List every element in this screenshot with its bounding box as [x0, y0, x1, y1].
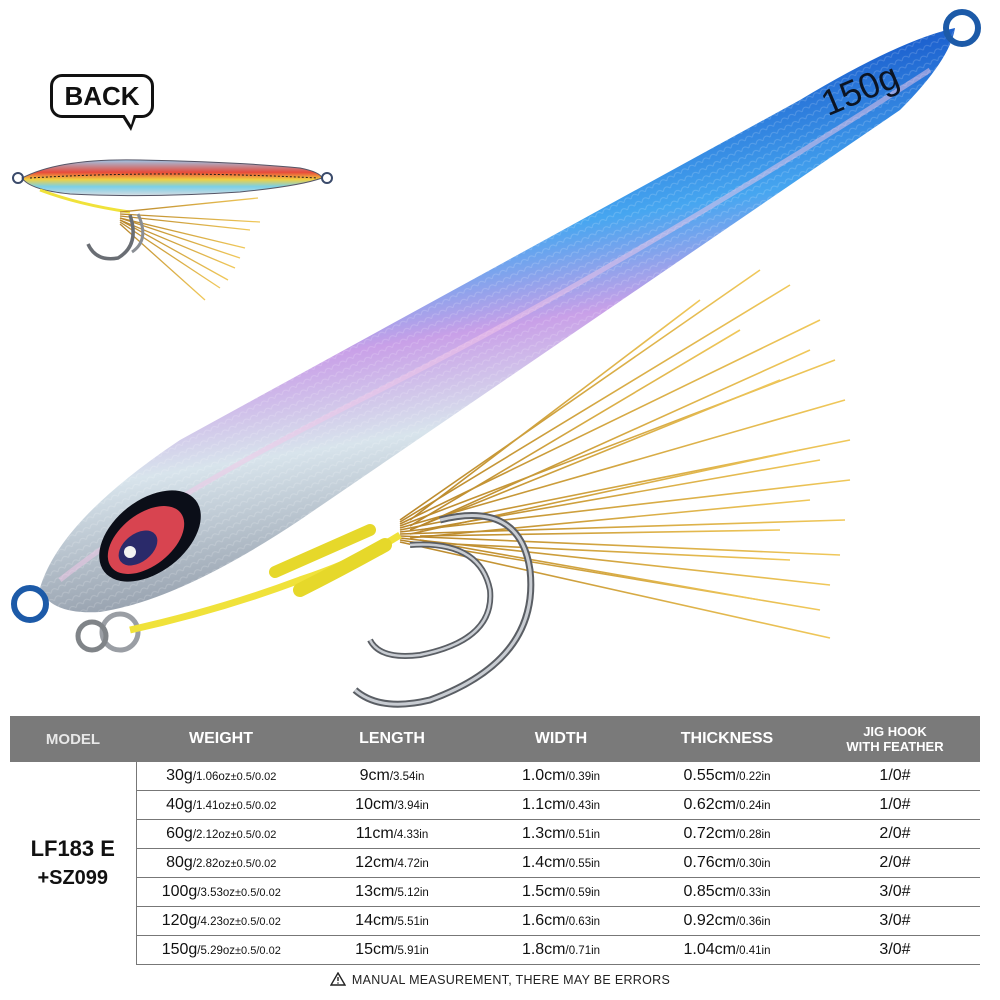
- header-model: MODEL: [10, 716, 136, 762]
- hook-cell: 1/0#: [810, 790, 980, 820]
- note-text: MANUAL MEASUREMENT, THERE MAY BE ERRORS: [351, 973, 671, 987]
- product-image-area: BACK 150g: [11, 9, 981, 708]
- table-row: LF183 E +SZ099 30g/1.06oz±0.5/0.02 9cm/3…: [10, 762, 980, 965]
- weight-cell: 150g/5.29oz±0.5/0.02: [136, 935, 306, 965]
- hook-cell: 2/0#: [810, 848, 980, 878]
- main-lure: [11, 9, 981, 653]
- thickness-cell: 0.55cm/0.22in: [644, 762, 810, 791]
- width-cell: 1.5cm/0.59in: [478, 877, 644, 907]
- header-length: LENGTH: [306, 716, 478, 762]
- hook-cell: 1/0#: [810, 762, 980, 791]
- lure-illustration: [11, 9, 981, 708]
- width-cell: 1.8cm/0.71in: [478, 935, 644, 965]
- thickness-cell: 0.72cm/0.28in: [644, 819, 810, 849]
- header-hook-line1: JIG HOOK: [863, 724, 927, 739]
- width-cell: 1.1cm/0.43in: [478, 790, 644, 820]
- thickness-cell: 0.62cm/0.24in: [644, 790, 810, 820]
- table-row: 40g/1.41oz±0.5/0.02 10cm/3.94in 1.1cm/0.…: [10, 790, 980, 820]
- length-cell: 10cm/3.94in: [306, 790, 478, 820]
- table-header-row: MODEL WEIGHT LENGTH WIDTH THICKNESS JIG …: [10, 716, 980, 762]
- model-hook-code: +SZ099: [37, 866, 109, 889]
- thickness-cell: 0.85cm/0.33in: [644, 877, 810, 907]
- weight-cell: 120g/4.23oz±0.5/0.02: [136, 906, 306, 936]
- header-thickness: THICKNESS: [644, 716, 810, 762]
- length-cell: 9cm/3.54in: [306, 762, 478, 791]
- weight-cell: 30g/1.06oz±0.5/0.02: [136, 762, 306, 791]
- hook-cell: 3/0#: [810, 935, 980, 965]
- back-view-lure: [12, 159, 333, 301]
- spec-table-body: LF183 E +SZ099 30g/1.06oz±0.5/0.02 9cm/3…: [10, 762, 980, 965]
- hook-cell: 3/0#: [810, 906, 980, 936]
- assist-hooks: [129, 512, 535, 708]
- header-hook-line2: WITH FEATHER: [846, 739, 944, 754]
- width-cell: 1.0cm/0.39in: [478, 762, 644, 791]
- table-row: 80g/2.82oz±0.5/0.02 12cm/4.72in 1.4cm/0.…: [10, 848, 980, 878]
- weight-cell: 80g/2.82oz±0.5/0.02: [136, 848, 306, 878]
- table-row: 100g/3.53oz±0.5/0.02 13cm/5.12in 1.5cm/0…: [10, 877, 980, 907]
- measurement-note: MANUAL MEASUREMENT, THERE MAY BE ERRORS: [0, 972, 1000, 987]
- hook-cell: 2/0#: [810, 819, 980, 849]
- spec-table: MODEL WEIGHT LENGTH WIDTH THICKNESS JIG …: [10, 716, 980, 965]
- length-cell: 12cm/4.72in: [306, 848, 478, 878]
- weight-cell: 40g/1.41oz±0.5/0.02: [136, 790, 306, 820]
- weight-cell: 100g/3.53oz±0.5/0.02: [136, 877, 306, 907]
- table-row: 60g/2.12oz±0.5/0.02 11cm/4.33in 1.3cm/0.…: [10, 819, 980, 849]
- table-row: 150g/5.29oz±0.5/0.02 15cm/5.91in 1.8cm/0…: [10, 935, 980, 965]
- thickness-cell: 0.92cm/0.36in: [644, 906, 810, 936]
- width-cell: 1.3cm/0.51in: [478, 819, 644, 849]
- table-row: 120g/4.23oz±0.5/0.02 14cm/5.51in 1.6cm/0…: [10, 906, 980, 936]
- length-cell: 14cm/5.51in: [306, 906, 478, 936]
- width-cell: 1.4cm/0.55in: [478, 848, 644, 878]
- gold-feather: [399, 269, 851, 639]
- warning-triangle-icon: [329, 972, 346, 986]
- header-weight: WEIGHT: [136, 716, 306, 762]
- model-code: LF183 E: [30, 835, 115, 861]
- weight-cell: 60g/2.12oz±0.5/0.02: [136, 819, 306, 849]
- back-view-label: BACK: [50, 74, 154, 131]
- thickness-cell: 1.04cm/0.41in: [644, 935, 810, 965]
- lure-eye: [99, 490, 201, 582]
- thickness-cell: 0.76cm/0.30in: [644, 848, 810, 878]
- length-cell: 13cm/5.12in: [306, 877, 478, 907]
- width-cell: 1.6cm/0.63in: [478, 906, 644, 936]
- length-cell: 15cm/5.91in: [306, 935, 478, 965]
- model-cell: LF183 E +SZ099: [10, 762, 137, 965]
- length-cell: 11cm/4.33in: [306, 819, 478, 849]
- header-width: WIDTH: [478, 716, 644, 762]
- hook-cell: 3/0#: [810, 877, 980, 907]
